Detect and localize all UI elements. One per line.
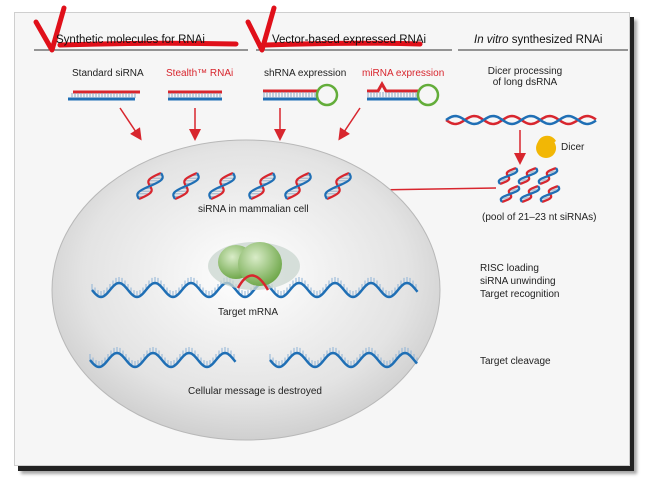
risc-complex (208, 242, 300, 291)
header-invitro: In vitro synthesized RNAi (474, 34, 602, 46)
header-synthetic: Synthetic molecules for RNAi (56, 34, 205, 46)
label-dicer-line-1: Dicer processing (487, 66, 563, 77)
label-sirna-pool: (pool of 21–23 nt siRNAs) (482, 212, 597, 223)
label-risc-steps: RISC loading siRNA unwinding Target reco… (480, 262, 560, 301)
mammalian-cell (51, 139, 441, 441)
red-check-mark-1 (33, 5, 67, 53)
red-underline-1 (57, 40, 239, 48)
label-dicer-processing: Dicer processing of long dsRNA (480, 66, 570, 88)
dicer-body (537, 135, 556, 156)
cell-sirna-helix (208, 171, 236, 201)
red-check-mark-2 (245, 5, 277, 53)
pool-sirna-helix (497, 166, 519, 186)
cell-sirna-helix (248, 171, 276, 201)
cleaved-mrna-left (89, 347, 237, 369)
cell-sirna-helix (136, 171, 164, 201)
cell-sirna-helix (284, 171, 312, 201)
shrna-hairpin (263, 83, 339, 107)
label-mirna-expression: miRNA expression (362, 68, 445, 79)
pool-sirna-helix (517, 166, 539, 186)
label-target-mrna: Target mRNA (218, 307, 279, 318)
label-target-recognition: Target recognition (480, 289, 560, 300)
pool-sirna-helix (537, 166, 559, 186)
sirna-pool-group (497, 166, 561, 204)
cell-sirna-group (136, 171, 352, 201)
label-sirna-in-cell: siRNA in mammalian cell (198, 204, 309, 215)
label-standard-sirna: Standard siRNA (72, 68, 144, 79)
pool-sirna-helix (519, 184, 541, 204)
red-underline-2 (263, 40, 423, 48)
header-invitro-rest: synthesized RNAi (508, 34, 603, 46)
cell-sirna-helix (172, 171, 200, 201)
pool-sirna-helix (499, 184, 521, 204)
label-risc-loading: RISC loading (480, 263, 539, 274)
standard-sirna-duplex (68, 90, 140, 101)
label-target-cleavage: Target cleavage (480, 356, 551, 367)
label-shrna-expression: shRNA expression (264, 68, 347, 79)
cell-sirna-helix (324, 171, 352, 201)
label-dicer: Dicer (561, 142, 585, 153)
label-message-destroyed: Cellular message is destroyed (188, 386, 322, 397)
label-dicer-line-2: of long dsRNA (492, 77, 558, 88)
pool-sirna-helix (539, 184, 561, 204)
header-vector: Vector-based expressed RNAi (272, 34, 427, 46)
hand-annotations (33, 5, 423, 53)
cleaved-mrna-right (269, 347, 418, 369)
long-dsrna (445, 114, 597, 126)
stealth-rnai-duplex (168, 90, 222, 101)
mirna-hairpin (367, 80, 440, 107)
label-stealth-rnai: Stealth™ RNAi (166, 68, 234, 79)
source-arrows (119, 107, 526, 341)
label-sirna-unwinding: siRNA unwinding (480, 276, 556, 287)
header-invitro-italic: In vitro (474, 34, 509, 46)
